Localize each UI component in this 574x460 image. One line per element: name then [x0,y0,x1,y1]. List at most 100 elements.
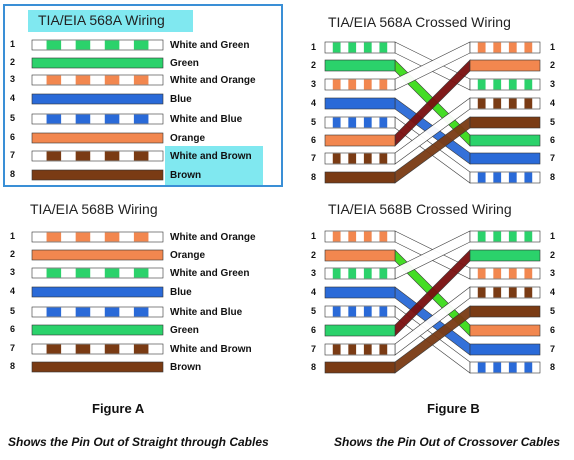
right-wire-7 [469,152,541,165]
left-wire-2 [324,249,396,262]
wire-8 [31,361,164,373]
pin-number: 1 [10,231,15,241]
right-wire-4 [469,97,541,110]
pin-number: 7 [311,344,316,354]
pin-number: 4 [10,286,15,296]
crossover-links [394,230,471,374]
left-wire-5 [324,305,396,318]
wire-8 [31,169,164,181]
wire-label: Green [170,58,199,69]
pin-number: 3 [10,74,15,84]
pin-number: 2 [550,250,555,260]
wire-4 [31,93,164,105]
pin-number: 6 [550,135,555,145]
left-wire-7 [324,152,396,165]
wire-6 [31,132,164,144]
pin-number: 8 [550,362,555,372]
figure-a-subcaption: Shows the Pin Out of Straight through Ca… [8,435,269,449]
right-wire-1 [469,230,541,243]
pin-number: 4 [10,93,15,103]
pin-number: 6 [311,325,316,335]
left-wire-2 [324,59,396,72]
wire-6 [31,324,164,336]
pin-number: 2 [311,250,316,260]
pin-number: 5 [550,306,555,316]
pin-number: 7 [550,344,555,354]
pin-number: 8 [550,172,555,182]
pin-number: 4 [550,98,555,108]
pin-number: 3 [550,268,555,278]
pin-number: 3 [311,79,316,89]
wire-label: White and Orange [170,232,256,243]
left-wire-7 [324,343,396,356]
right-wire-3 [469,267,541,280]
pin-number: 1 [550,42,555,52]
left-wire-1 [324,230,396,243]
right-wire-6 [469,324,541,337]
left-wire-5 [324,116,396,129]
pin-number: 4 [311,98,316,108]
title-568a-crossed: TIA/EIA 568A Crossed Wiring [328,14,511,30]
title-568a: TIA/EIA 568A Wiring [38,12,165,28]
pin-number: 3 [10,267,15,277]
left-wire-4 [324,286,396,299]
crossover-links [394,41,471,184]
wire-label: White and Blue [170,114,243,125]
left-wire-8 [324,171,396,184]
pin-number: 5 [311,117,316,127]
title-highlight [28,10,193,32]
wire-label: Blue [170,287,192,298]
wire-label: White and Green [170,268,249,279]
left-wire-3 [324,267,396,280]
wire-5 [31,306,164,318]
right-wire-5 [469,305,541,318]
wire-7 [31,150,164,162]
wire-3 [31,267,164,279]
right-wire-3 [469,78,541,91]
right-wire-2 [469,59,541,72]
right-wire-7 [469,343,541,356]
pin-number: 5 [10,306,15,316]
right-wire-8 [469,171,541,184]
pin-number: 6 [10,324,15,334]
left-wire-6 [324,324,396,337]
pin-number: 8 [10,169,15,179]
wire-label: Orange [170,250,205,261]
figure-a-caption: Figure A [92,401,145,416]
wire-label: Brown [170,362,201,373]
pin-number: 7 [311,153,316,163]
wire-2 [31,57,164,69]
wire-5 [31,113,164,125]
wire-2 [31,249,164,261]
figure-b-caption: Figure B [427,401,480,416]
figure-b-subcaption: Shows the Pin Out of Crossover Cables [334,435,561,449]
wire-label: White and Orange [170,75,256,86]
right-wire-4 [469,286,541,299]
wire-7 [31,343,164,355]
pin-number: 1 [10,39,15,49]
left-wire-1 [324,41,396,54]
pin-number: 2 [10,57,15,67]
pin-number: 5 [311,306,316,316]
wire-label: Green [170,325,199,336]
pin-number: 8 [311,172,316,182]
pin-number: 7 [550,153,555,163]
left-wire-6 [324,134,396,147]
title-568b-crossed: TIA/EIA 568B Crossed Wiring [328,201,512,217]
pin-number: 6 [311,135,316,145]
pin-number: 4 [550,287,555,297]
wire-label: White and Blue [170,307,243,318]
pin-number: 8 [311,362,316,372]
wire-label: White and Brown [170,151,252,162]
wire-label: Orange [170,133,205,144]
pin-number: 1 [311,42,316,52]
wire-1 [31,231,164,243]
right-wire-8 [469,361,541,374]
wire-3 [31,74,164,86]
title-568b: TIA/EIA 568B Wiring [30,201,158,217]
right-wire-2 [469,249,541,262]
left-wire-8 [324,361,396,374]
pin-number: 1 [550,231,555,241]
pin-number: 2 [311,60,316,70]
